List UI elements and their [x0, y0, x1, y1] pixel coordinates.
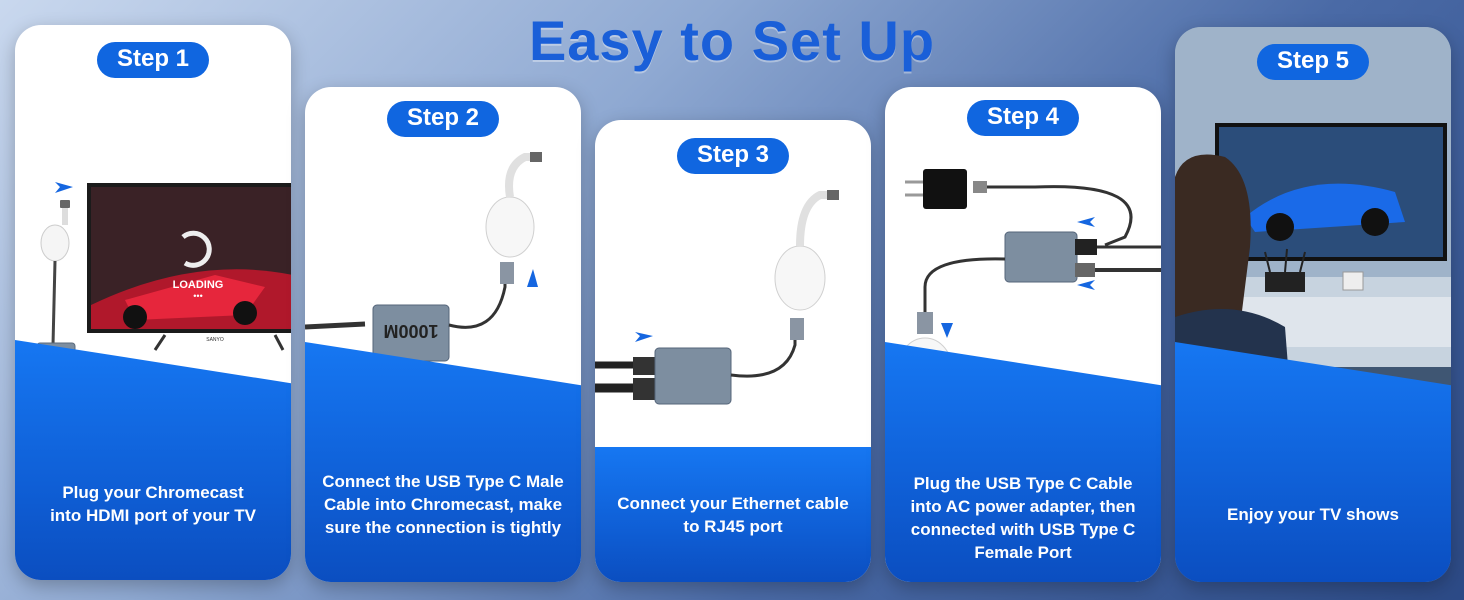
step-2-blue-panel: [305, 342, 581, 582]
step-2-label: Step 2: [386, 101, 500, 137]
step-1-label: Step 1: [96, 42, 210, 78]
step-3-card: Step 3 Connect your Ethernet cable to RJ…: [595, 120, 871, 582]
adapter-label: 1000M: [383, 321, 438, 341]
step-2-card: 1000M Step 2 Connect the USB Type C Male…: [305, 87, 581, 582]
step-5-description: Enjoy your TV shows: [1227, 505, 1399, 524]
step-4-card: Step 4 Plug the USB Type C Cable into AC…: [885, 87, 1161, 582]
step-5-card: Step 5 Enjoy your TV shows: [1175, 27, 1451, 582]
tv-loading-text: LOADING: [173, 279, 224, 291]
step-3-illustration: [595, 190, 839, 405]
step-5-label: Step 5: [1256, 44, 1370, 80]
tv-brand: SANYO: [206, 337, 224, 343]
step-3-description: Connect your Ethernet cable to RJ45 port: [617, 494, 849, 536]
step-1-description: Plug your Chromecast into HDMI port of y…: [50, 483, 256, 525]
step-5-blue-panel: [1175, 342, 1451, 582]
step-3-blue-panel: [595, 447, 871, 582]
step-2-description: Connect the USB Type C Male Cable into C…: [322, 472, 564, 537]
step-4-blue-panel: [885, 342, 1161, 582]
step-4-label: Step 4: [966, 100, 1080, 136]
step-1-blue-panel: [15, 340, 291, 580]
step-1-card: LOADING ••• SANYO Step 1 Plug your Chrom…: [15, 25, 291, 580]
page-title: Easy to Set Up: [528, 9, 936, 72]
tv-loading-dots: •••: [193, 291, 202, 301]
step-4-description: Plug the USB Type C Cable into AC power …: [910, 474, 1136, 562]
step-3-label: Step 3: [676, 138, 790, 174]
